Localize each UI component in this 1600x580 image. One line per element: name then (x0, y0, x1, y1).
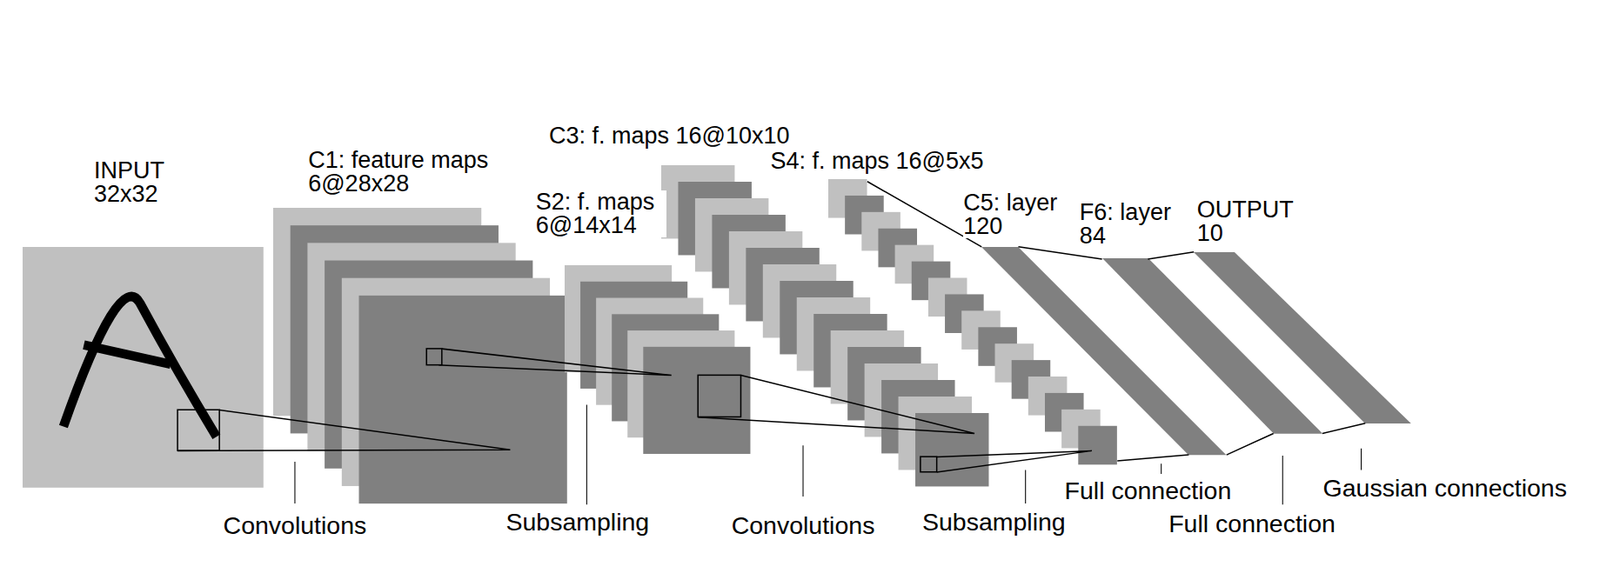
layer-shape (1193, 252, 1412, 424)
connection-lines (177, 409, 510, 451)
layer-heading: F6: layer 84 (1079, 200, 1185, 248)
operation-label: Full connection (1168, 511, 1336, 537)
layer-shape (273, 207, 568, 504)
connection-lines (1017, 247, 1273, 456)
layer-label: C1: feature maps 6@28x28 (307, 148, 500, 196)
layer-block: C1: feature maps 6@28x28 (273, 207, 568, 504)
input-image (22, 247, 264, 489)
layer-band (981, 247, 1226, 456)
layer-shape (661, 165, 989, 487)
layer-label: F6: layer 84 (1079, 200, 1185, 248)
layer-label: C3: f. maps 16@10x10 (548, 124, 790, 148)
layer-label: S4: f. maps 16@5x5 (769, 149, 984, 174)
connection-lines (937, 450, 1092, 473)
operation-label-holder: Gaussian connections (1323, 475, 1567, 502)
letter-stroke (63, 296, 217, 437)
feature-map (359, 295, 568, 504)
operation-label-holder: Convolutions (731, 513, 876, 539)
leader-line (1160, 463, 1162, 475)
receptive-field-square (920, 456, 938, 473)
feature-map (642, 347, 750, 455)
layer-heading: C5: layer 120 (963, 191, 1068, 239)
layer-block: C5: layer 120 (981, 247, 1226, 456)
letter-stroke (83, 344, 171, 364)
receptive-field-square (177, 409, 220, 451)
layer-shape (981, 247, 1226, 456)
layer-label: INPUT 32x32 (93, 159, 177, 207)
layer-shape (564, 265, 750, 455)
operation-label: Gaussian connections (1323, 475, 1567, 502)
operation-label-holder: Convolutions (223, 513, 368, 539)
operation-label-holder: Subsampling (505, 509, 650, 536)
operation-label-holder: Full connection (1168, 511, 1336, 537)
layer-label: S2: f. maps 6@14x14 (535, 190, 667, 238)
receptive-field-square (426, 348, 442, 366)
leader-line (1360, 448, 1362, 471)
operation-label: Full connection (1064, 478, 1232, 504)
operation-label-holder: Full connection (1064, 478, 1232, 504)
operation-label: Convolutions (223, 513, 368, 539)
receptive-fields (177, 348, 938, 473)
layer-heading: C1: feature maps 6@28x28 (307, 148, 500, 196)
operation-label: Subsampling (922, 509, 1066, 536)
layer-heading: S2: f. maps 6@14x14 (535, 190, 667, 238)
layer-block: S2: f. maps 6@14x14 (564, 265, 750, 455)
layer-heading: INPUT 32x32 (93, 159, 177, 207)
layer-heading: OUTPUT 10 (1197, 198, 1306, 246)
leader-line (294, 461, 295, 504)
layer-shape (22, 247, 264, 489)
layer-label: C5: layer 120 (963, 191, 1068, 239)
receptive-field-square (697, 374, 741, 417)
connection-lines (438, 348, 671, 375)
connection-lines (697, 375, 975, 435)
leader-line (1282, 455, 1284, 505)
layer-heading: S4: f. maps 16@5x5 (769, 149, 984, 174)
leader-lines (294, 404, 1362, 505)
connection-lines (1147, 252, 1366, 435)
operation-label: Subsampling (505, 509, 650, 536)
operation-label-holder: Subsampling (922, 509, 1066, 536)
layer-block: C3: f. maps 16@10x10 (661, 165, 989, 487)
leader-line (1024, 469, 1026, 504)
layer-label: OUTPUT 10 (1197, 198, 1306, 246)
feature-map (1078, 426, 1118, 466)
leader-line (802, 445, 804, 497)
connection-lines (867, 181, 1189, 462)
operation-label: Convolutions (731, 513, 876, 539)
leader-line (586, 404, 588, 505)
feature-map (915, 413, 989, 487)
layer-heading: C3: f. maps 16@10x10 (548, 124, 790, 148)
layer-band (1193, 252, 1412, 424)
layer-block: OUTPUT 10 (1193, 252, 1412, 424)
layer-block: INPUT 32x32 (22, 247, 264, 489)
